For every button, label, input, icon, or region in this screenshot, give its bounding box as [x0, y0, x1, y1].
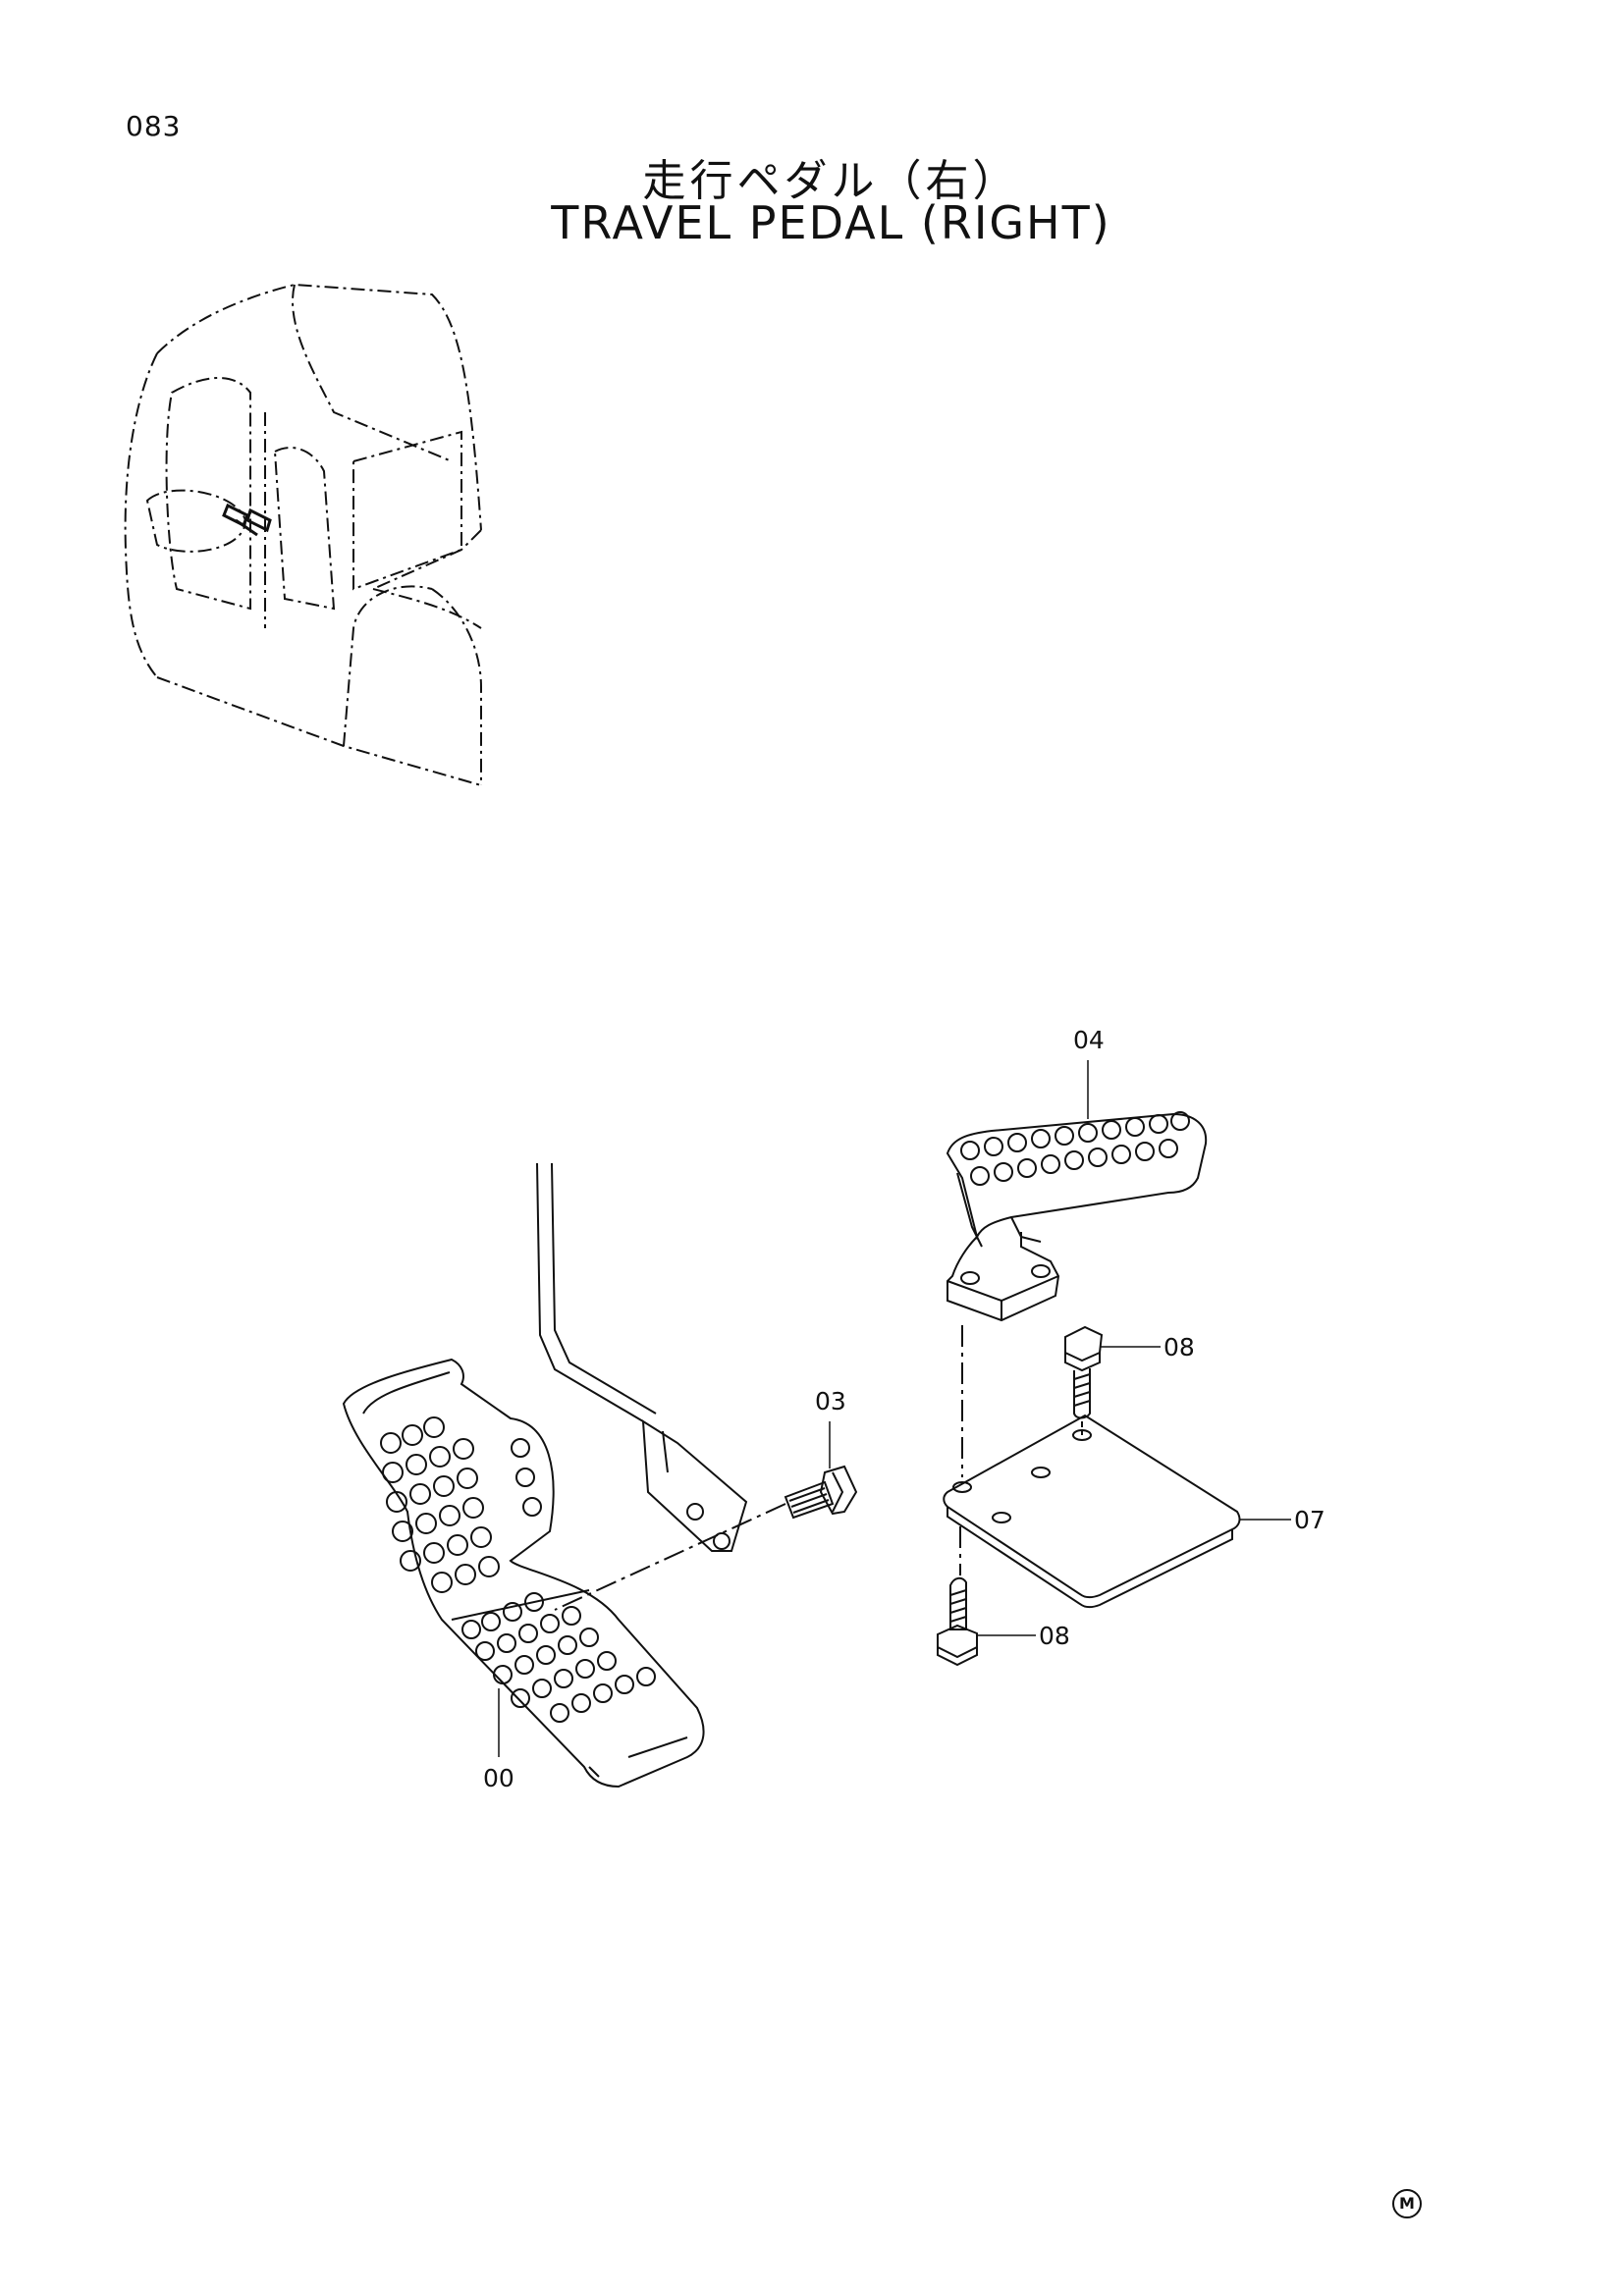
bolt-08-top [1064, 1325, 1104, 1419]
pedal-04 [946, 1111, 1208, 1322]
pedal-00-holes-lower [461, 1592, 656, 1723]
centerline-03 [554, 1503, 786, 1611]
callout-00: 00 [483, 1764, 514, 1792]
page-number: 083 [126, 110, 182, 142]
callout-08-top: 08 [1163, 1333, 1195, 1362]
callout-07: 07 [1294, 1506, 1325, 1534]
plate-07 [943, 1414, 1241, 1609]
pedal-00 [342, 1358, 705, 1789]
title-japanese: 走行ペダル（右） [642, 156, 1020, 206]
callout-08-bottom: 08 [1039, 1622, 1070, 1650]
registered-mark: M [1392, 2189, 1422, 2218]
callout-04: 04 [1073, 1026, 1105, 1054]
callout-03: 03 [815, 1387, 846, 1415]
cab-pedal-marker [222, 503, 272, 537]
cab-overview [124, 283, 482, 786]
pedal-lever-rod [536, 1162, 748, 1552]
pedal-04-holes [960, 1111, 1190, 1186]
leader-lines [498, 1060, 1291, 1757]
title-english: TRAVEL PEDAL (RIGHT) [551, 196, 1111, 249]
bolt-03 [784, 1465, 858, 1520]
bolt-08-bottom [937, 1576, 978, 1667]
pedal-00-holes-upper [380, 1416, 542, 1593]
